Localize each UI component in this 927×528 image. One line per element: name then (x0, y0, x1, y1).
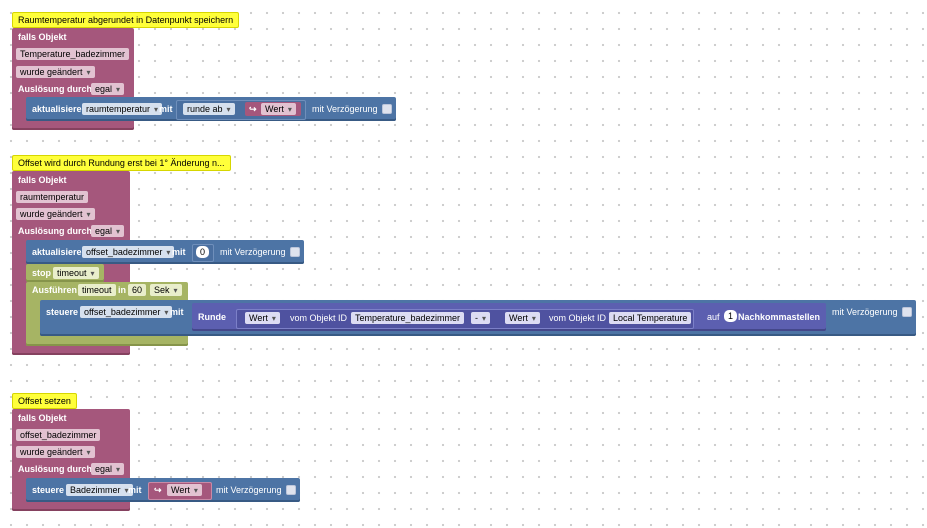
delay-label: mit Verzögerung (216, 485, 282, 495)
nachkommastellen-label: Nachkommastellen (738, 312, 821, 322)
comment-script3[interactable]: Offset setzen (12, 393, 77, 409)
control-block-script2[interactable]: steuere offset_badezimmer mit Runde Wert… (40, 300, 916, 336)
object-id-field[interactable]: raumtemperatur (16, 191, 89, 203)
value-block[interactable]: ↪ Wert (148, 482, 212, 500)
mit-label: mit (170, 307, 184, 317)
runde-label: Runde (198, 312, 226, 322)
falls-objekt-label: falls Objekt (18, 32, 67, 42)
control-block-script3[interactable]: steuere Badezimmer mit ↪ Wert mit Verzög… (26, 478, 300, 502)
falls-objekt-label: falls Objekt (18, 175, 67, 185)
comment-script1[interactable]: Raumtemperatur abgerundet in Datenpunkt … (12, 12, 240, 28)
ausloesung-dropdown[interactable]: egal (91, 225, 125, 237)
object-id-field-1[interactable]: Temperature_badezimmer (351, 312, 465, 324)
vom-objekt-id-label-2: vom Objekt ID (549, 313, 607, 323)
timeout-spine (26, 300, 38, 338)
ausfuehren-label: Ausführen (32, 285, 77, 295)
number-block[interactable]: 0 (192, 244, 214, 262)
subtract-block[interactable]: Wert vom Objekt ID Temperature_badezimme… (236, 309, 694, 329)
mit-label: mit (128, 485, 142, 495)
auf-label: auf (707, 312, 720, 322)
timer-name-field[interactable]: timeout (78, 284, 116, 296)
delay-checkbox[interactable] (290, 247, 300, 257)
value-dropdown[interactable]: Wert (261, 103, 296, 115)
number-field[interactable]: 0 (196, 246, 210, 258)
trigger-dropdown[interactable]: wurde geändert (16, 446, 95, 458)
time-field[interactable]: 60 (128, 284, 147, 296)
comment-script2[interactable]: Offset wird durch Rundung erst bei 1° Än… (12, 155, 231, 171)
value2-dropdown[interactable]: Wert (505, 312, 540, 324)
delay-checkbox[interactable] (286, 485, 296, 495)
object-id-field-2[interactable]: Local Temperature (609, 312, 692, 324)
value1-dropdown[interactable]: Wert (245, 312, 280, 324)
ausloesung-label: Auslösung durch (18, 84, 92, 94)
mit-label: mit (159, 104, 173, 114)
round-block[interactable]: runde ab ↪ Wert (176, 100, 306, 120)
control-target-dropdown[interactable]: Badezimmer (66, 484, 133, 496)
object-id-field[interactable]: offset_badezimmer (16, 429, 101, 441)
delay-checkbox[interactable] (902, 307, 912, 317)
update-block-script2[interactable]: aktualisiere offset_badezimmer mit 0 mit… (26, 240, 304, 264)
ausloesung-label: Auslösung durch (18, 226, 92, 236)
mit-label: mit (172, 247, 186, 257)
trigger-dropdown[interactable]: wurde geändert (16, 208, 95, 220)
update-block-script1[interactable]: aktualisiere raumtemperatur mit runde ab… (26, 97, 396, 121)
delay-checkbox[interactable] (382, 104, 392, 114)
arrow-icon: ↪ (154, 485, 162, 495)
aktualisiere-label: aktualisiere (32, 247, 82, 257)
ausloesung-dropdown[interactable]: egal (91, 463, 125, 475)
value-dropdown[interactable]: Wert (167, 484, 202, 496)
vom-objekt-id-label-1: vom Objekt ID (290, 313, 348, 323)
operator-dropdown[interactable]: - (471, 312, 491, 324)
round-mode-dropdown[interactable]: runde ab (183, 103, 235, 115)
trigger-dropdown[interactable]: wurde geändert (16, 66, 95, 78)
ausloesung-label: Auslösung durch (18, 464, 92, 474)
falls-objekt-label: falls Objekt (18, 413, 67, 423)
target-dropdown[interactable]: raumtemperatur (82, 103, 163, 115)
round-decimals-block[interactable]: Runde Wert vom Objekt ID Temperature_bad… (192, 303, 826, 331)
stop-timer-dropdown[interactable]: timeout (53, 267, 99, 279)
ausloesung-dropdown[interactable]: egal (91, 83, 125, 95)
arrow-icon: ↪ (249, 104, 257, 114)
delay-label: mit Verzögerung (220, 247, 286, 257)
delay-label: mit Verzögerung (832, 307, 898, 317)
value-block[interactable]: ↪ Wert (245, 102, 301, 116)
steuere-label: steuere (46, 307, 79, 317)
steuere-label: steuere (32, 485, 65, 495)
time-unit-dropdown[interactable]: Sek (150, 284, 182, 296)
stop-timeout-block[interactable]: stop timeout (26, 264, 104, 282)
object-id-field[interactable]: Temperature_badezimmer (16, 48, 130, 60)
stop-label: stop (32, 268, 51, 278)
aktualisiere-label: aktualisiere (32, 104, 82, 114)
target-dropdown[interactable]: offset_badezimmer (82, 246, 175, 258)
control-target-dropdown[interactable]: offset_badezimmer (80, 306, 173, 318)
in-label: in (118, 285, 126, 295)
decimals-field[interactable]: 1 (724, 310, 738, 322)
delay-label: mit Verzögerung (312, 104, 378, 114)
